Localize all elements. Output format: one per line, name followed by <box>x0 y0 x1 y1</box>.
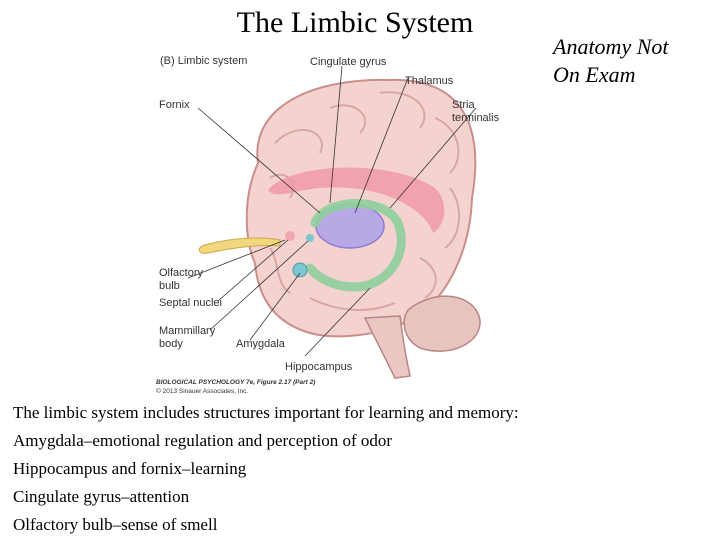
label-fornix: Fornix <box>159 99 190 111</box>
figure-copyright: © 2013 Sinauer Associates, Inc. <box>156 387 248 395</box>
label-olfactory-line1: Olfactory <box>159 267 204 279</box>
bullet-item: Hippocampus and fornix–learning <box>13 459 247 478</box>
septal-shape <box>285 231 295 241</box>
gyri-texture <box>269 91 461 311</box>
leader-lines <box>187 65 477 357</box>
label-septal-nuclei: Septal nuclei <box>159 297 222 309</box>
slide-title: The Limbic System <box>236 6 474 39</box>
bullet-item: Cingulate gyrus–attention <box>13 487 190 506</box>
mammillary-shape <box>306 234 314 242</box>
olfactory-bulb-shape <box>198 237 281 254</box>
bullet-item: The limbic system includes structures im… <box>13 403 519 422</box>
panel-label: (B) Limbic system <box>160 55 247 67</box>
exam-note: Anatomy Not On Exam <box>553 33 669 89</box>
label-stria-line1: Stria <box>452 99 476 111</box>
label-thalamus: Thalamus <box>405 75 454 87</box>
bullet-item: Olfactory bulb–sense of smell <box>13 515 218 534</box>
label-amygdala: Amygdala <box>236 338 286 350</box>
fornix-hippocampus-shape <box>305 199 406 292</box>
bullet-list: The limbic system includes structures im… <box>13 399 519 539</box>
label-hippocampus: Hippocampus <box>285 361 353 373</box>
label-cingulate-gyrus: Cingulate gyrus <box>310 56 387 68</box>
exam-note-line1: Anatomy Not <box>553 34 669 59</box>
limbic-system-figure: (B) Limbic system Cingulate gyrus Thalam… <box>156 55 500 395</box>
exam-note-line2: On Exam <box>553 62 636 87</box>
bullet-item: Amygdala–emotional regulation and percep… <box>13 431 393 450</box>
cerebellum <box>403 295 481 352</box>
label-olfactory-line2: bulb <box>159 280 180 292</box>
label-mammillary-line1: Mammillary <box>159 325 216 337</box>
brainstem <box>363 315 411 379</box>
amygdala-shape <box>292 262 308 278</box>
cingulate-gyrus-shape <box>268 167 445 233</box>
label-stria-line2: terminalis <box>452 112 500 124</box>
figure-caption: BIOLOGICAL PSYCHOLOGY 7e, Figure 2.17 (P… <box>156 379 315 386</box>
label-mammillary-line2: body <box>159 338 183 350</box>
